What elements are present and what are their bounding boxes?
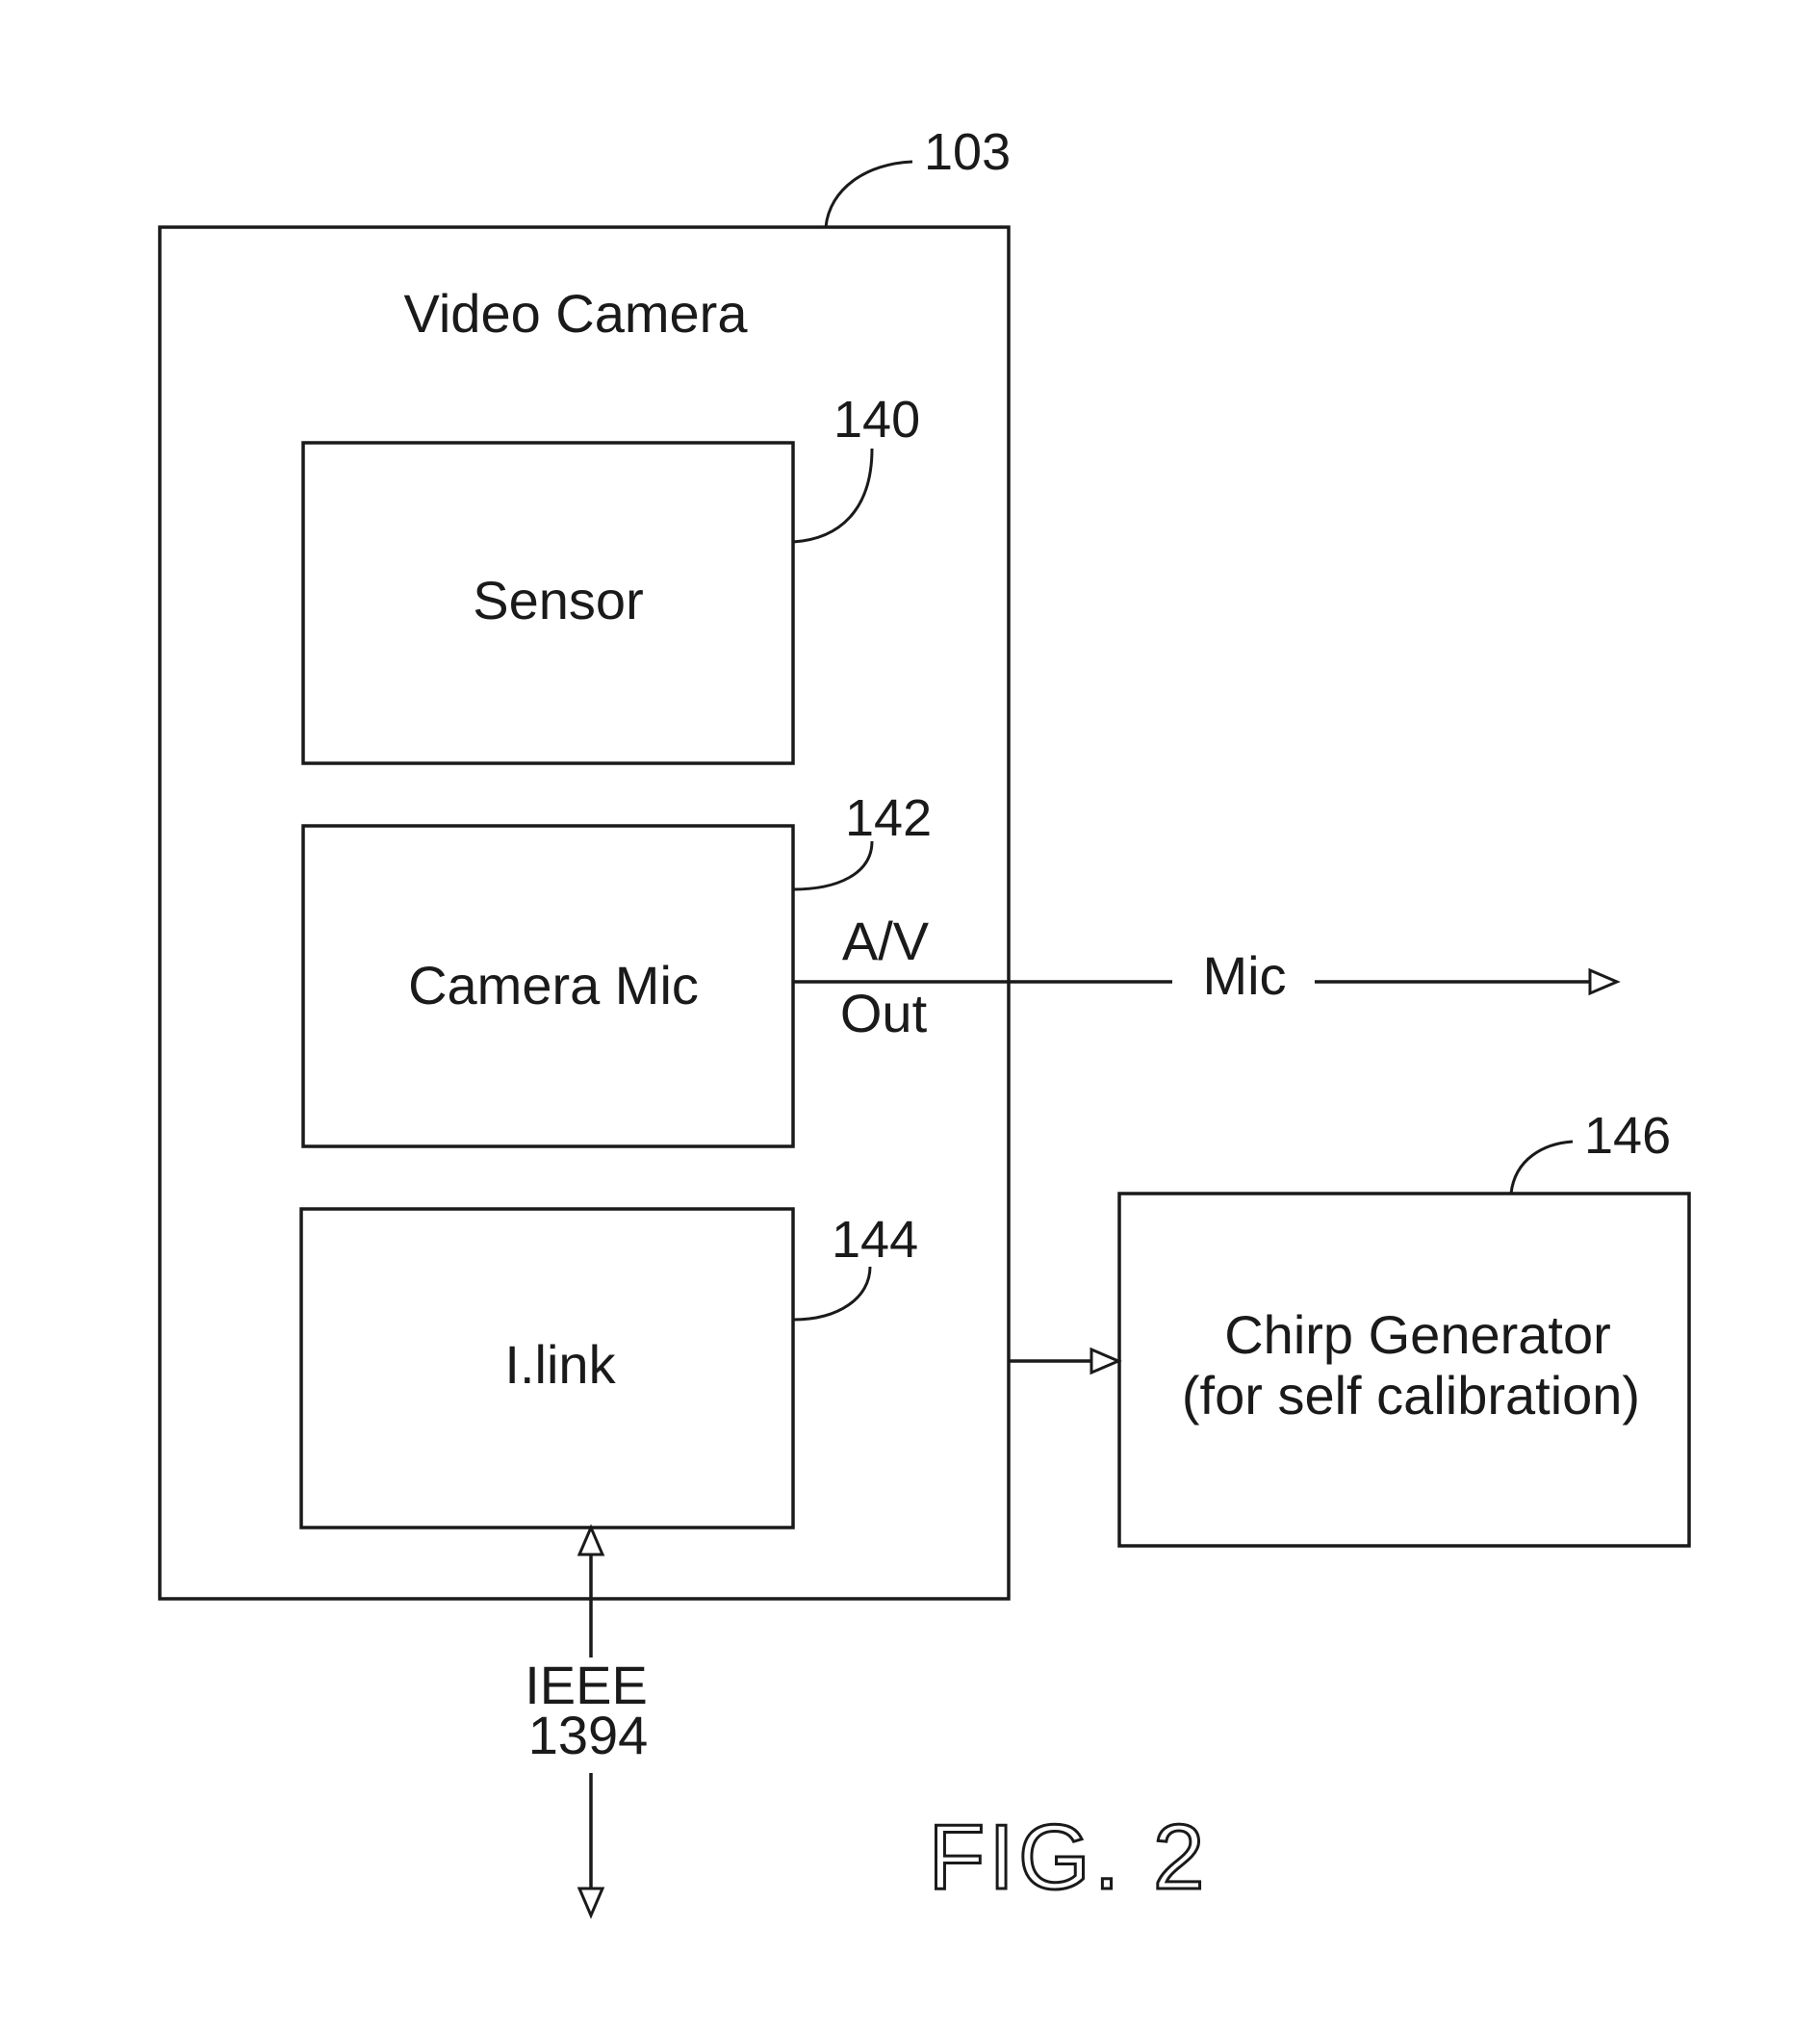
chirp-generator-ref-leader <box>1511 1142 1573 1194</box>
ieee1394-label-line2: 1394 <box>528 1705 649 1765</box>
camera-mic-label: Camera Mic <box>408 955 699 1015</box>
ieee1394-arrowhead-down <box>579 1889 602 1915</box>
video-camera-ref: 103 <box>924 123 1011 181</box>
ieee1394-arrowhead-up <box>579 1528 602 1555</box>
camera-mic-ref: 142 <box>845 789 932 847</box>
camera-mic-ref-leader <box>793 841 872 889</box>
chirp-generator-label-line2: (for self calibration) <box>1182 1365 1640 1426</box>
av-out-label-line2: Out <box>840 983 928 1043</box>
chirp-input-arrowhead <box>1091 1349 1118 1373</box>
ilink-ref: 144 <box>832 1211 918 1269</box>
av-out-label-line1: A/V <box>842 911 930 971</box>
sensor-ref: 140 <box>833 391 920 449</box>
video-camera-ref-leader <box>826 162 912 227</box>
figure-label: FIG. 2 <box>929 1806 1209 1909</box>
ilink-label: I.link <box>504 1334 616 1395</box>
mic-output-label: Mic <box>1202 945 1286 1006</box>
sensor-label: Sensor <box>473 570 643 630</box>
ilink-ref-leader <box>793 1267 870 1320</box>
chirp-generator-ref: 146 <box>1584 1107 1671 1165</box>
video-camera-title: Video Camera <box>404 283 749 344</box>
mic-output-arrowhead <box>1590 970 1617 993</box>
sensor-ref-leader <box>793 449 872 542</box>
chirp-generator-label-line1: Chirp Generator <box>1224 1304 1611 1365</box>
